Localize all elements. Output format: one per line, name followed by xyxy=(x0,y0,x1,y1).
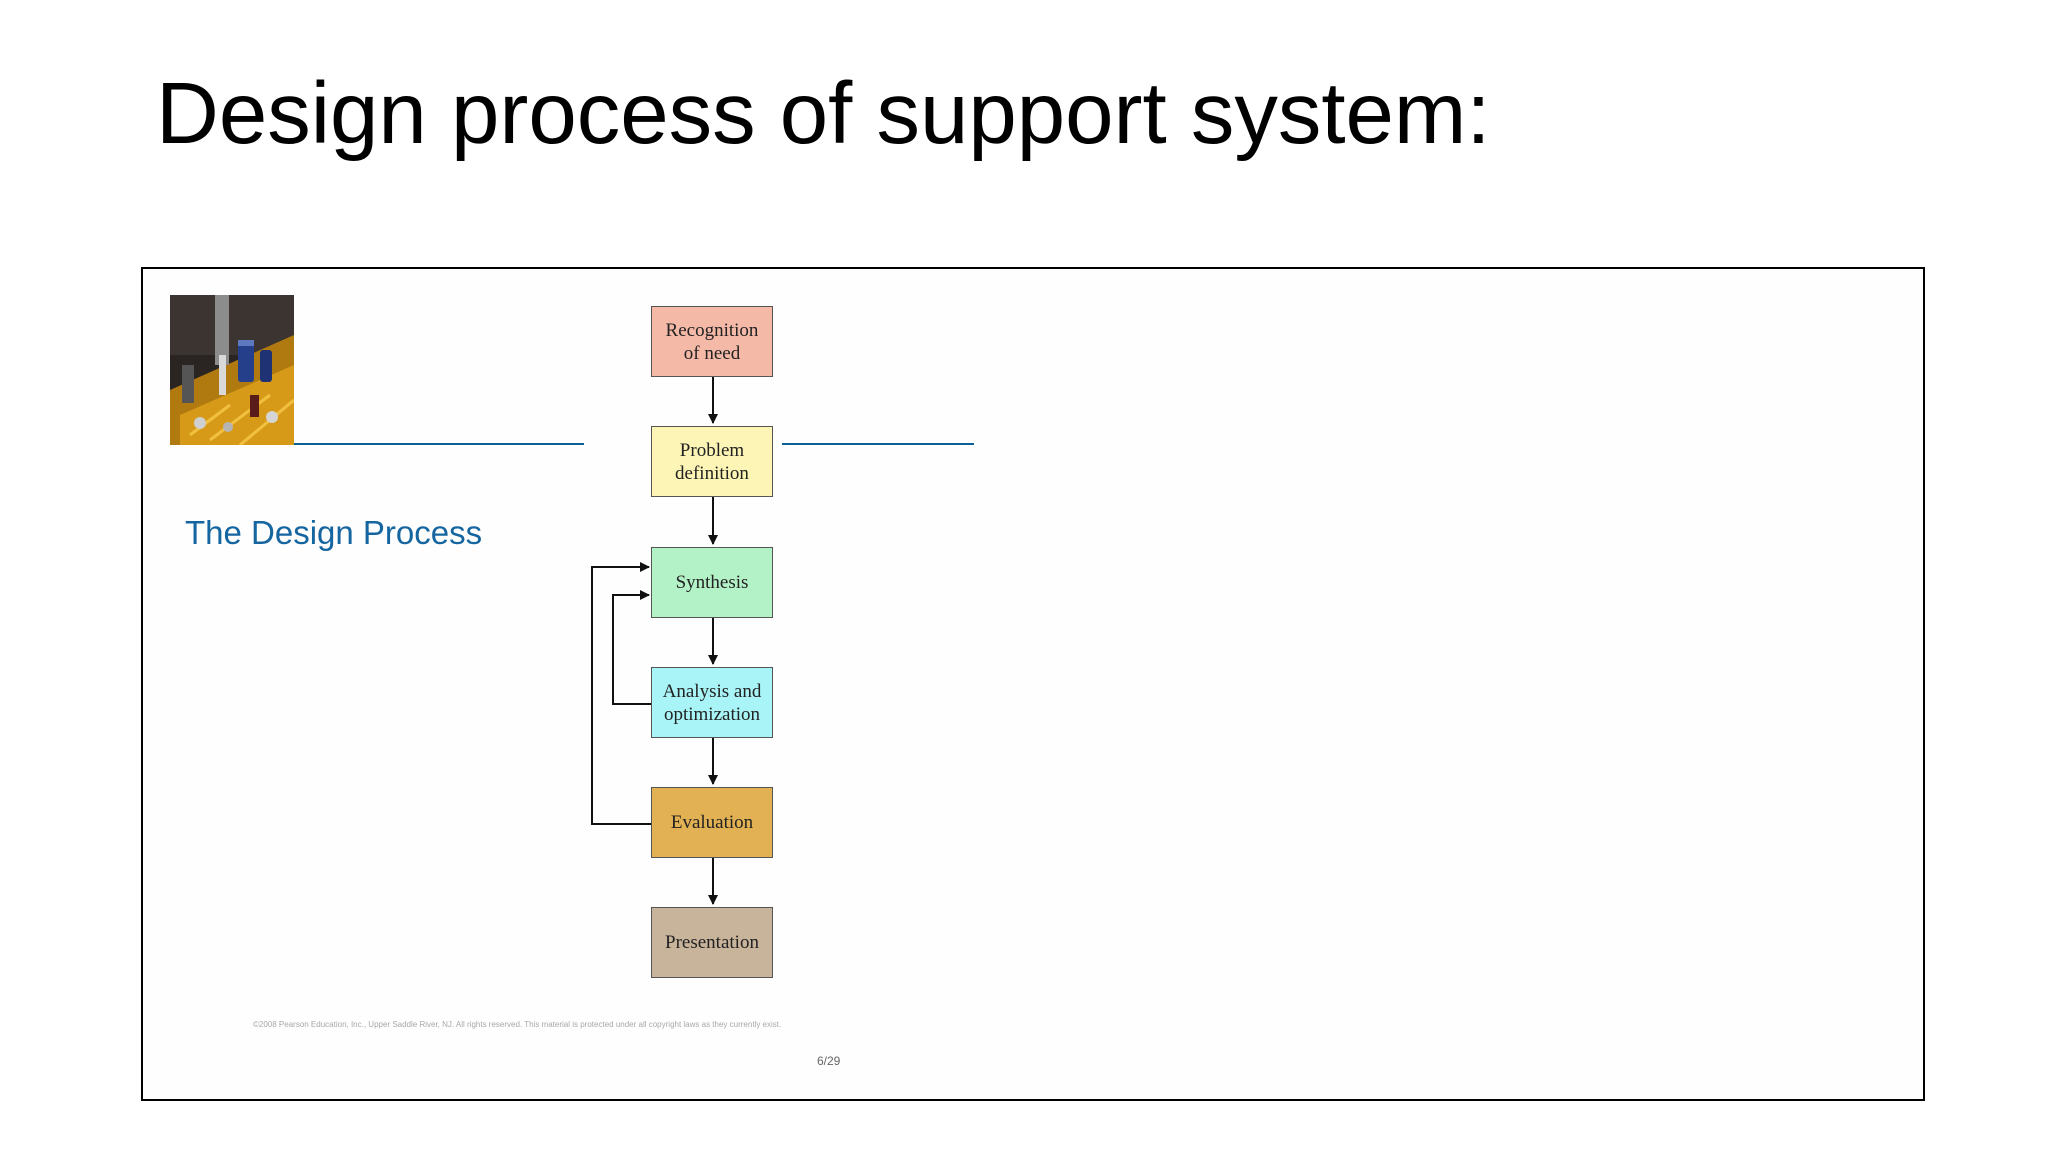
copyright-notice: ©2008 Pearson Education, Inc., Upper Sad… xyxy=(253,1020,782,1029)
step-recognition-of-need: Recognition of need xyxy=(651,306,773,377)
flow-connectors xyxy=(591,367,718,905)
step-evaluation: Evaluation xyxy=(651,787,773,858)
embedded-slide-figure: The Design Process Recognition of need P… xyxy=(141,267,1925,1101)
circuit-board-thumbnail xyxy=(170,295,294,445)
feedback-evaluation-to-synthesis xyxy=(591,562,651,825)
header-rule-left xyxy=(294,443,584,445)
figure-subtitle: The Design Process xyxy=(185,514,483,551)
slide-title: Design process of support system: xyxy=(156,65,1491,162)
header-rule-right xyxy=(782,443,974,445)
feedback-analysis-to-synthesis xyxy=(612,590,651,705)
step-presentation: Presentation xyxy=(651,907,773,978)
step-synthesis: Synthesis xyxy=(651,547,773,618)
step-problem-definition: Problem definition xyxy=(651,426,773,497)
page-number: 6/29 xyxy=(817,1054,841,1068)
step-analysis-and-optimization: Analysis and optimization xyxy=(651,667,773,738)
